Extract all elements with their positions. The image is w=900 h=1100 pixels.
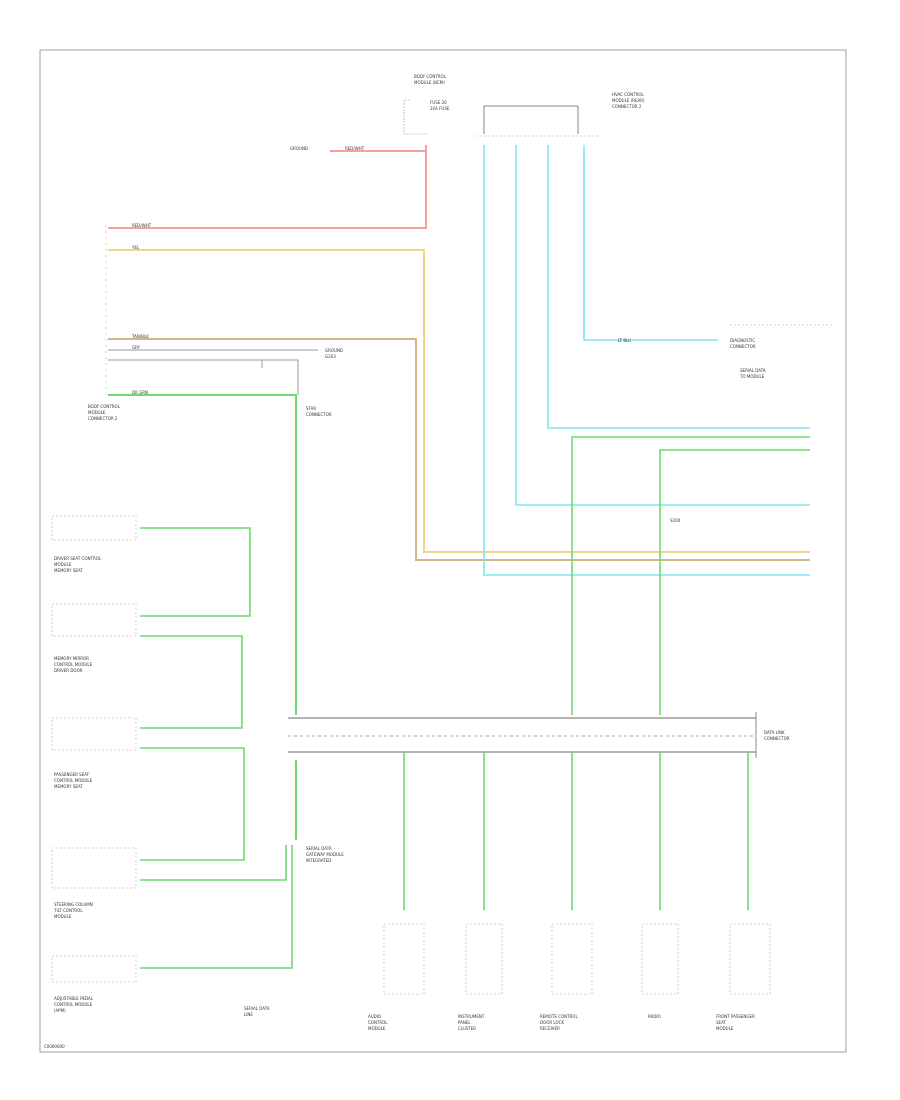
bottom-module-3-line-3: RECEIVER — [540, 1026, 560, 1031]
bottom-module-3-line-1: REMOTE CONTROL — [540, 1014, 578, 1019]
top-module: BODY CONTROL MODULE (BCM) FUSE 20 10A FU… — [403, 74, 645, 137]
left-pass-label-2: CONTROL MODULE — [54, 778, 93, 783]
left-mirror-label-2: CONTROL MODULE — [54, 662, 93, 667]
left-modules — [51, 515, 137, 983]
blue-wire-label: LT BLU — [618, 338, 631, 343]
rear-module-label-3: CONNECTOR 2 — [612, 104, 642, 109]
bottom-module-2-line-2: PANEL — [458, 1020, 471, 1025]
footer-code: C0000000 — [44, 1044, 65, 1049]
left-bottom-label-3: (APM) — [54, 1008, 66, 1013]
green-wire-label: DK GRN — [132, 390, 148, 395]
diagram-border — [39, 49, 847, 1053]
bottom-module-4-line-1: RADIO — [648, 1014, 661, 1019]
left-mirror-label-3: DRIVER DOOR — [54, 668, 83, 673]
gray-wires — [108, 349, 318, 395]
left-column-label-3: MODULE — [54, 914, 72, 919]
right-module-label-1: DIAGNOSTIC — [730, 338, 755, 343]
serial-right-label-2: TO MODULE — [739, 374, 765, 379]
bottom-module-3-line-2: DOOR LOCK — [540, 1020, 564, 1025]
left-column-label-2: TILT CONTROL — [53, 908, 83, 913]
ground-label-1: GROUND — [325, 348, 343, 353]
left-seat-label-3: MEMORY SEAT — [54, 568, 83, 573]
bottom-module-5-line-2: SEAT — [716, 1020, 726, 1025]
bottom-module-1-line-3: MODULE — [368, 1026, 386, 1031]
serial-right-label-1: SERIAL DATA — [740, 368, 766, 373]
junction-label-3: INTEGRATED — [306, 858, 331, 863]
fuse-label-1: FUSE 20 — [430, 100, 447, 105]
bottom-module-5-line-1: FRONT PASSENGER — [716, 1014, 755, 1019]
data-bus — [288, 712, 757, 758]
red-wire-source-label: GROUND — [290, 146, 308, 151]
bottom-modules — [383, 923, 771, 995]
left-pass-label-1: PASSENGER SEAT — [54, 772, 90, 777]
left-column-label-1: STEERING COLUMN — [54, 902, 93, 907]
left-seat-label-1: DRIVER SEAT CONTROL — [54, 556, 102, 561]
tan-wire-label: TAN/BLK — [131, 334, 149, 339]
junction-label-2: GATEWAY MODULE — [306, 852, 344, 857]
yellow-wire-label: YEL — [131, 245, 140, 250]
star-connector-label-1: STAR — [306, 406, 316, 411]
red-wire-label-2: RED/WHT — [132, 223, 152, 228]
top-module-label-1: BODY CONTROL — [414, 74, 447, 79]
fuse-label-2: 10A FUSE — [430, 106, 450, 111]
right-module-label-2: CONNECTOR — [730, 344, 756, 349]
bottom-module-1-line-1: AUDIO — [368, 1014, 381, 1019]
red-wire-label: RED/WHT — [345, 146, 365, 151]
cyan-wires — [483, 145, 810, 576]
junction-label-1: SERIAL DATA — [306, 846, 332, 851]
green-bus-wires — [571, 436, 810, 715]
left-connector-label-1: BODY CONTROL — [88, 404, 121, 409]
bus-label-2: CONNECTOR — [764, 736, 790, 741]
left-connector-label-2: MODULE — [88, 410, 106, 415]
bottom-module-1-line-2: CONTROL — [368, 1020, 388, 1025]
rear-module-label-2: MODULE (REAR) — [612, 98, 645, 103]
left-bottom-label-2: CONTROL MODULE — [54, 1002, 93, 1007]
rear-module-label-1: HVAC CONTROL — [612, 92, 645, 97]
bottom-center-label-1: SERIAL DATA — [244, 1006, 270, 1011]
bottom-module-2-line-3: CLUSTER — [458, 1026, 476, 1031]
bottom-module-2-line-1: INSTRUMENT — [458, 1014, 485, 1019]
green-main-wire — [108, 394, 297, 840]
tan-wire — [108, 338, 810, 561]
star-connector-label-2: CONNECTOR — [306, 412, 332, 417]
bottom-module-5-line-3: MODULE — [716, 1026, 734, 1031]
left-connector-label-3: CONNECTOR 2 — [88, 416, 118, 421]
left-bottom-label-1: ADJUSTABLE PEDAL — [54, 996, 94, 1001]
left-pass-label-3: MEMORY SEAT — [54, 784, 83, 789]
left-mirror-label-1: MEMORY MIRROR — [54, 656, 89, 661]
bus-label-1: DATA LINK — [764, 730, 785, 735]
top-module-label-2: MODULE (BCM) — [414, 80, 445, 85]
left-module-wires — [140, 527, 293, 969]
left-seat-label-2: MODULE — [54, 562, 72, 567]
bus-drop-wires — [403, 752, 749, 910]
ground-label-2: G203 — [325, 354, 336, 359]
red-wire — [108, 145, 427, 229]
gray-wire-label: GRY — [132, 345, 141, 350]
splice-label: S200 — [670, 518, 681, 523]
yellow-wire — [108, 249, 810, 553]
bottom-center-label-2: LINE — [244, 1012, 253, 1017]
